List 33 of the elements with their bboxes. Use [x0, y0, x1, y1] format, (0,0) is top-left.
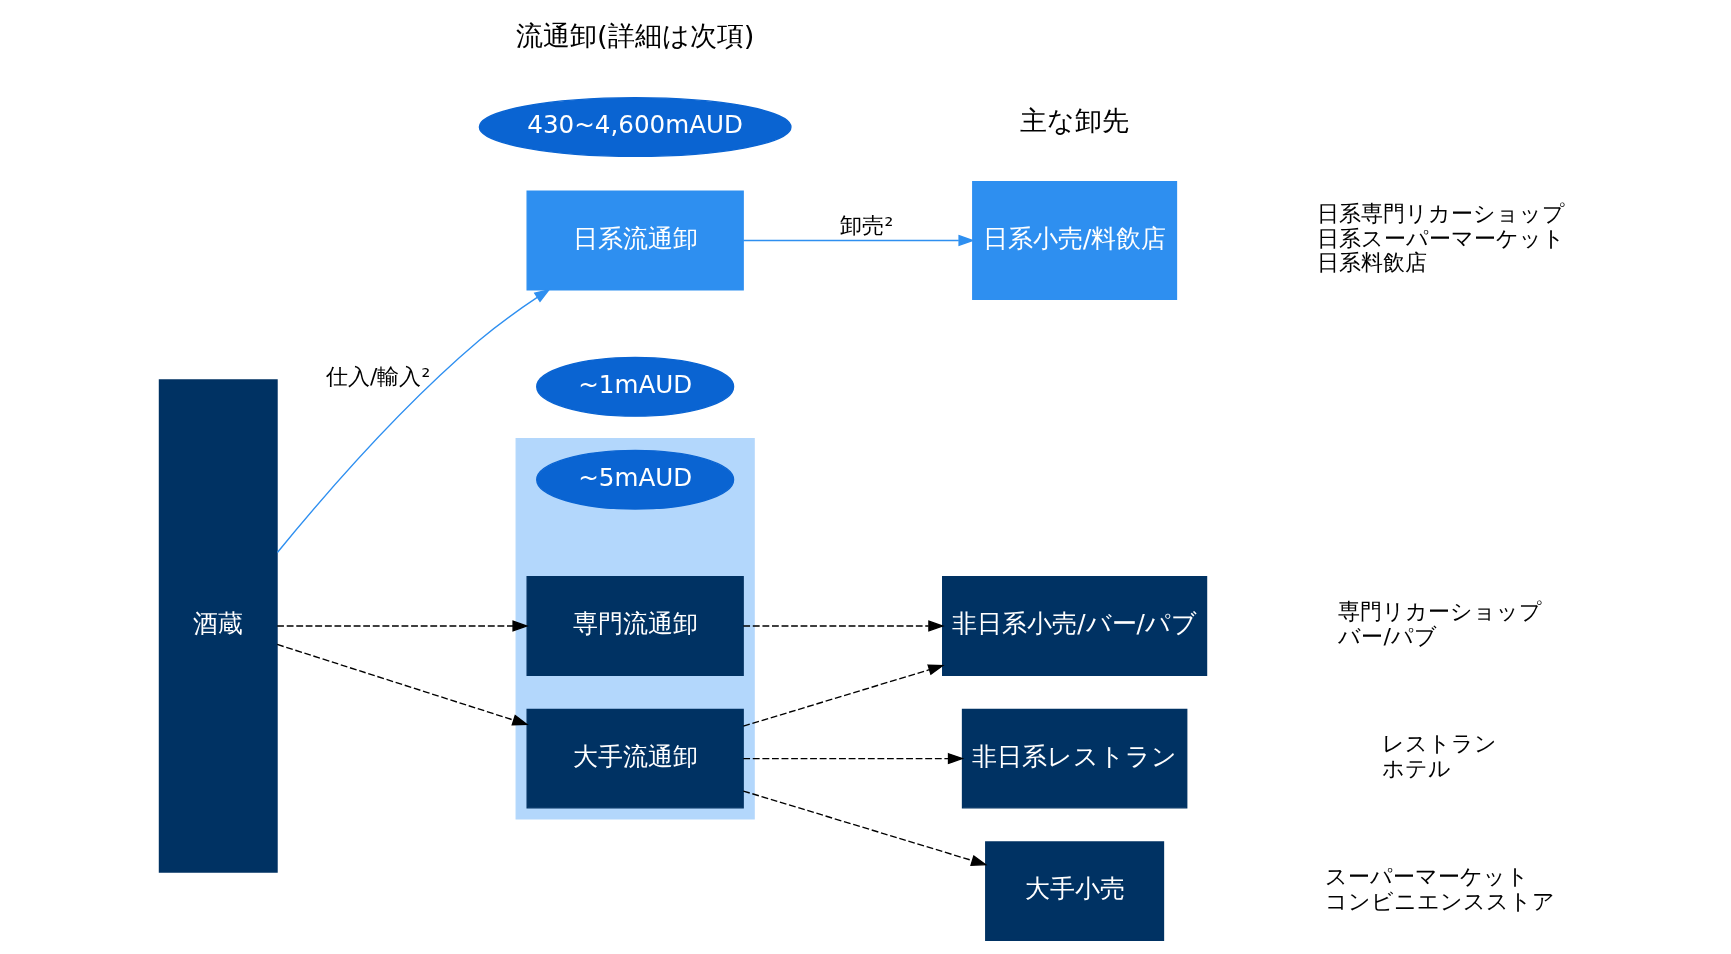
node-ellipse: 430~4,600mAUD	[478, 96, 792, 158]
arrow	[742, 790, 988, 866]
node-box: 日系小売/料飲店	[972, 181, 1178, 300]
arrow	[276, 620, 529, 632]
arrow	[742, 664, 945, 727]
node-label: ホテル	[1382, 756, 1452, 782]
node-label: レストラン	[1382, 731, 1498, 757]
node-box: 非日系レストラン	[961, 708, 1188, 809]
label: 流通卸(詳細は次項)	[516, 20, 755, 52]
node-box: 日系流通卸	[526, 190, 744, 291]
edge-label: 仕入/輸入²	[326, 363, 431, 389]
arrow	[742, 234, 975, 247]
node-box: 大手小売	[985, 841, 1165, 942]
cluster	[515, 438, 755, 820]
node-ellipse: ~1mAUD	[536, 356, 735, 417]
node-label: 日系専門リカーショップ	[1317, 201, 1566, 227]
node-box: 専門流通卸	[526, 576, 744, 676]
node-box: 大手流通卸	[526, 708, 744, 809]
node-label: バー/パブ	[1338, 623, 1437, 649]
node-box: 非日系小売/バー/パブ	[942, 576, 1208, 676]
label: 主な卸先	[1020, 104, 1130, 136]
edge-label: 卸売²	[840, 213, 894, 239]
node-label: コンビニエンスストア	[1325, 888, 1556, 914]
arrow	[276, 288, 551, 554]
arrow	[742, 620, 945, 632]
node-label: 専門リカーショップ	[1338, 598, 1543, 624]
arrow	[742, 752, 965, 765]
arrow	[276, 643, 529, 726]
node-label: 日系料飲店	[1317, 250, 1428, 276]
node-label: スーパーマーケット	[1325, 864, 1530, 890]
node-box: 酒蔵	[158, 379, 278, 873]
node-ellipse: ~5mAUD	[536, 449, 735, 510]
node-label: 日系スーパーマーケット	[1317, 225, 1566, 251]
